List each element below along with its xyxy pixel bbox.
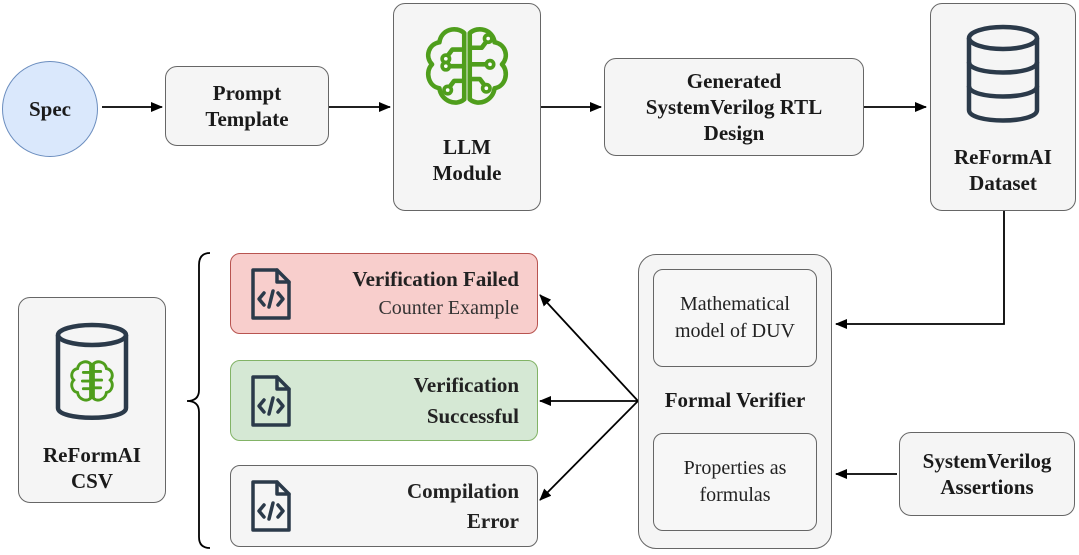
- math-model-line1: Mathematical: [680, 293, 790, 315]
- spec-node: Spec: [2, 61, 98, 157]
- database-icon: [966, 24, 1040, 123]
- spec-label: Spec: [29, 96, 71, 121]
- sv-assertions-line2: Assertions: [940, 475, 1034, 499]
- reformai-csv-line1: ReFormAI: [43, 443, 141, 467]
- verification-successful-line1: Verification: [413, 373, 519, 398]
- prompt-template-box: Prompt Template: [165, 66, 329, 146]
- code-file-icon: [251, 268, 291, 320]
- formal-verifier-box: Mathematical model of DUV Formal Verifie…: [638, 254, 832, 549]
- compilation-error-box: Compilation Error: [230, 465, 538, 547]
- math-model-box: Mathematical model of DUV: [653, 269, 817, 367]
- properties-box: Properties as formulas: [653, 433, 817, 531]
- llm-module-line1: LLM: [443, 135, 491, 159]
- compilation-error-line2: Error: [466, 509, 519, 533]
- reformai-dataset-line1: ReFormAI: [954, 145, 1052, 169]
- verification-failed-box: Verification Failed Counter Example: [230, 253, 538, 334]
- verification-failed-subtitle: Counter Example: [378, 297, 519, 320]
- llm-module-box: LLM Module: [393, 3, 541, 211]
- llm-module-line2: Module: [432, 161, 502, 186]
- reformai-csv-box: ReFormAI CSV: [18, 297, 166, 503]
- sv-assertions-line1: SystemVerilog: [922, 448, 1052, 473]
- prompt-template-line1: Prompt: [212, 80, 282, 105]
- properties-line2: formulas: [699, 484, 771, 506]
- generated-rtl-line3: Design: [703, 121, 765, 146]
- properties-line1: Properties as: [683, 457, 787, 479]
- prompt-template-line2: Template: [205, 107, 289, 131]
- verification-successful-box: Verification Successful: [230, 360, 538, 441]
- database-brain-icon: [55, 322, 129, 420]
- verification-failed-title: Verification Failed: [352, 266, 519, 291]
- arrow-dataset-to-verifier: [835, 211, 1005, 329]
- reformai-dataset-box: ReFormAI Dataset: [930, 3, 1076, 211]
- generated-rtl-line2: SystemVerilog RTL: [645, 94, 823, 119]
- code-file-icon: [251, 480, 291, 532]
- generated-rtl-box: Generated SystemVerilog RTL Design: [604, 58, 864, 156]
- compilation-error-line1: Compilation: [406, 478, 519, 503]
- verification-successful-line2: Successful: [426, 403, 519, 428]
- arrow-verifier-to-failed: [539, 294, 639, 402]
- formal-verifier-label: Formal Verifier: [664, 388, 806, 412]
- reformai-dataset-line2: Dataset: [969, 171, 1037, 196]
- generated-rtl-line1: Generated: [686, 68, 782, 93]
- code-file-icon: [251, 375, 291, 427]
- brain-chip-icon: [425, 27, 509, 105]
- reformai-csv-line2: CSV: [70, 469, 113, 494]
- arrow-verifier-to-compile-error: [539, 400, 639, 501]
- results-brace: [186, 252, 211, 549]
- math-model-line2: model of DUV: [675, 320, 795, 342]
- sv-assertions-box: SystemVerilog Assertions: [899, 432, 1075, 516]
